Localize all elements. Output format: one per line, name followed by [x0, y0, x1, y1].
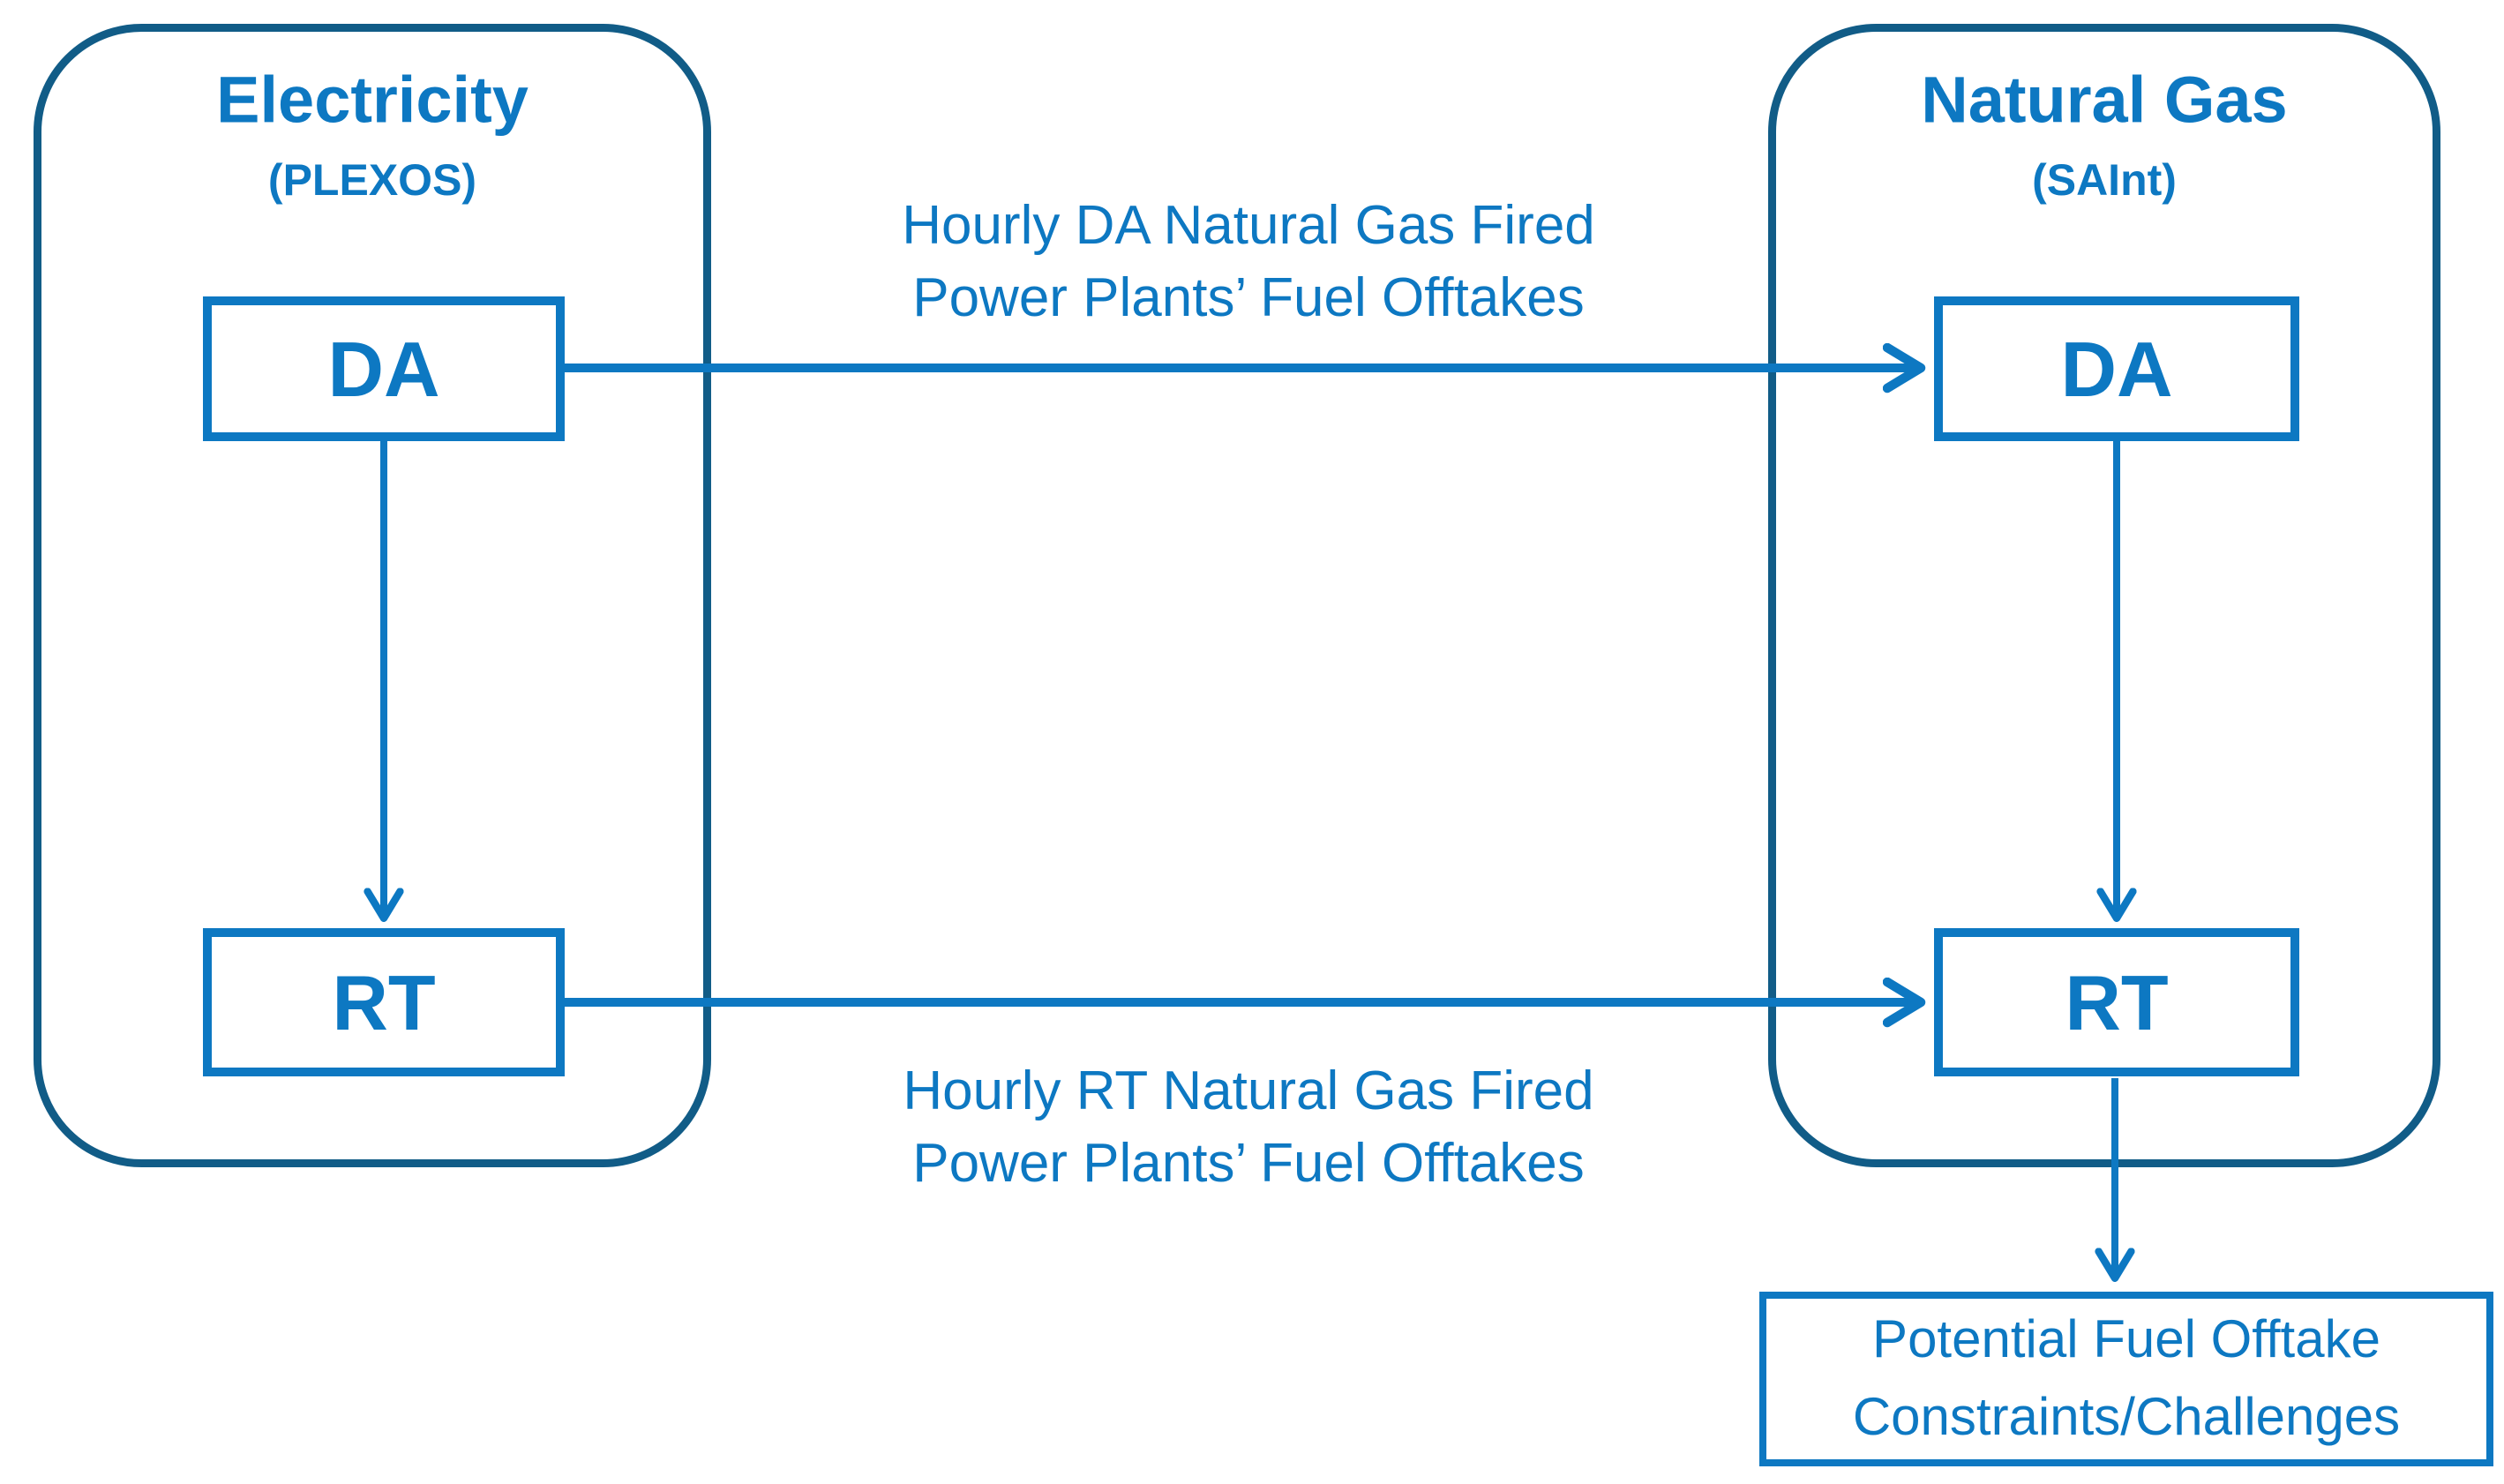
- rt-edge-label: Hourly RT Natural Gas Fired Power Plants…: [903, 1055, 1593, 1200]
- natural-gas-rt-label: RT: [2065, 959, 2169, 1046]
- electricity-rt-box: [203, 928, 565, 1076]
- natural-gas-container-outline: [1768, 24, 2440, 1167]
- natural-gas-title: Natural Gas: [1921, 63, 2288, 137]
- rt-edge-label-line2: Power Plants’ Fuel Offtakes: [912, 1133, 1585, 1194]
- da-edge-label: Hourly DA Natural Gas Fired Power Plants…: [902, 190, 1595, 334]
- natural-gas-rt-box: [1934, 928, 2299, 1076]
- output-box-label-line2: Constraints/Challenges: [1852, 1387, 2401, 1446]
- output-box-label-line1: Potential Fuel Offtake: [1872, 1309, 2380, 1368]
- output-box-label: Potential Fuel Offtake Constraints/Chall…: [1853, 1300, 2400, 1456]
- electricity-da-label: DA: [327, 326, 440, 413]
- electricity-subtitle: (PLEXOS): [267, 155, 477, 205]
- da-edge-label-line1: Hourly DA Natural Gas Fired: [902, 195, 1595, 256]
- natural-gas-da-label: DA: [2060, 326, 2173, 413]
- electricity-rt-label: RT: [332, 959, 436, 1046]
- da-edge-label-line2: Power Plants’ Fuel Offtakes: [912, 267, 1585, 328]
- natural-gas-subtitle: (SAInt): [2032, 155, 2177, 205]
- electricity-da-box: [203, 296, 565, 441]
- electricity-title: Electricity: [216, 63, 529, 137]
- electricity-container-outline: [34, 24, 711, 1167]
- natural-gas-da-box: [1934, 296, 2299, 441]
- output-box: [1759, 1292, 2493, 1466]
- rt-edge-label-line1: Hourly RT Natural Gas Fired: [903, 1061, 1594, 1121]
